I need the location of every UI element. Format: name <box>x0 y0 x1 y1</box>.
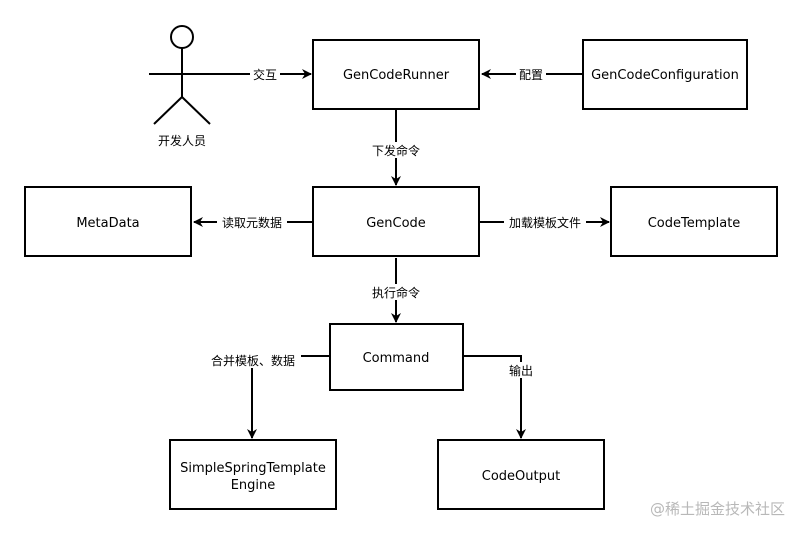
node-label-gencodeconfiguration: GenCodeConfiguration <box>591 68 739 83</box>
node-label-gencode: GenCode <box>366 216 426 231</box>
edge-label-load-template: 加载模板文件 <box>509 215 581 230</box>
node-metadata: MetaData <box>24 186 192 257</box>
node-codetemplate: CodeTemplate <box>610 186 778 257</box>
edge-label-interact: 交互 <box>253 67 277 82</box>
edge-interact: 交互 <box>215 66 312 82</box>
node-gencodeconfiguration: GenCodeConfiguration <box>582 39 748 110</box>
edge-label-merge: 合并模板、数据 <box>211 353 295 368</box>
actor-label: 开发人员 <box>158 133 206 148</box>
actor-right-leg <box>181 96 211 125</box>
edge-label-read-metadata: 读取元数据 <box>222 215 282 230</box>
node-simplespringtemplateengine: SimpleSpringTemplate Engine <box>169 439 337 510</box>
node-label-command: Command <box>363 351 430 366</box>
developer-actor: 开发人员 <box>149 25 215 148</box>
edge-label-issue-command: 下发命令 <box>372 143 420 158</box>
node-gencode: GenCode <box>312 186 480 257</box>
edge-load-template: 加载模板文件 <box>480 214 610 230</box>
node-gencoderunner: GenCodeRunner <box>312 39 480 110</box>
node-label-gencoderunner: GenCodeRunner <box>343 68 450 83</box>
edge-configure: 配置 <box>481 66 582 82</box>
actor-left-leg <box>153 96 183 125</box>
actor-head <box>170 25 194 49</box>
edge-merge: 合并模板、数据 <box>205 352 329 439</box>
edge-issue-command: 下发命令 <box>368 110 424 186</box>
node-command: Command <box>329 323 464 391</box>
edge-label-configure: 配置 <box>519 68 543 82</box>
edge-label-execute-command: 执行命令 <box>372 285 420 300</box>
edge-output: 输出 <box>463 355 537 439</box>
watermark-text: @稀土掘金技术社区 <box>650 500 785 518</box>
node-label-codeoutput: CodeOutput <box>482 469 560 484</box>
node-label-engine-line2: Engine <box>231 478 276 493</box>
node-label-metadata: MetaData <box>76 216 139 231</box>
edge-label-output: 输出 <box>509 363 533 378</box>
edge-execute-command: 执行命令 <box>368 258 424 323</box>
node-codeoutput: CodeOutput <box>437 439 605 510</box>
node-label-engine-line1: SimpleSpringTemplate <box>180 461 326 476</box>
edge-read-metadata: 读取元数据 <box>193 214 313 230</box>
node-label-codetemplate: CodeTemplate <box>648 216 741 231</box>
